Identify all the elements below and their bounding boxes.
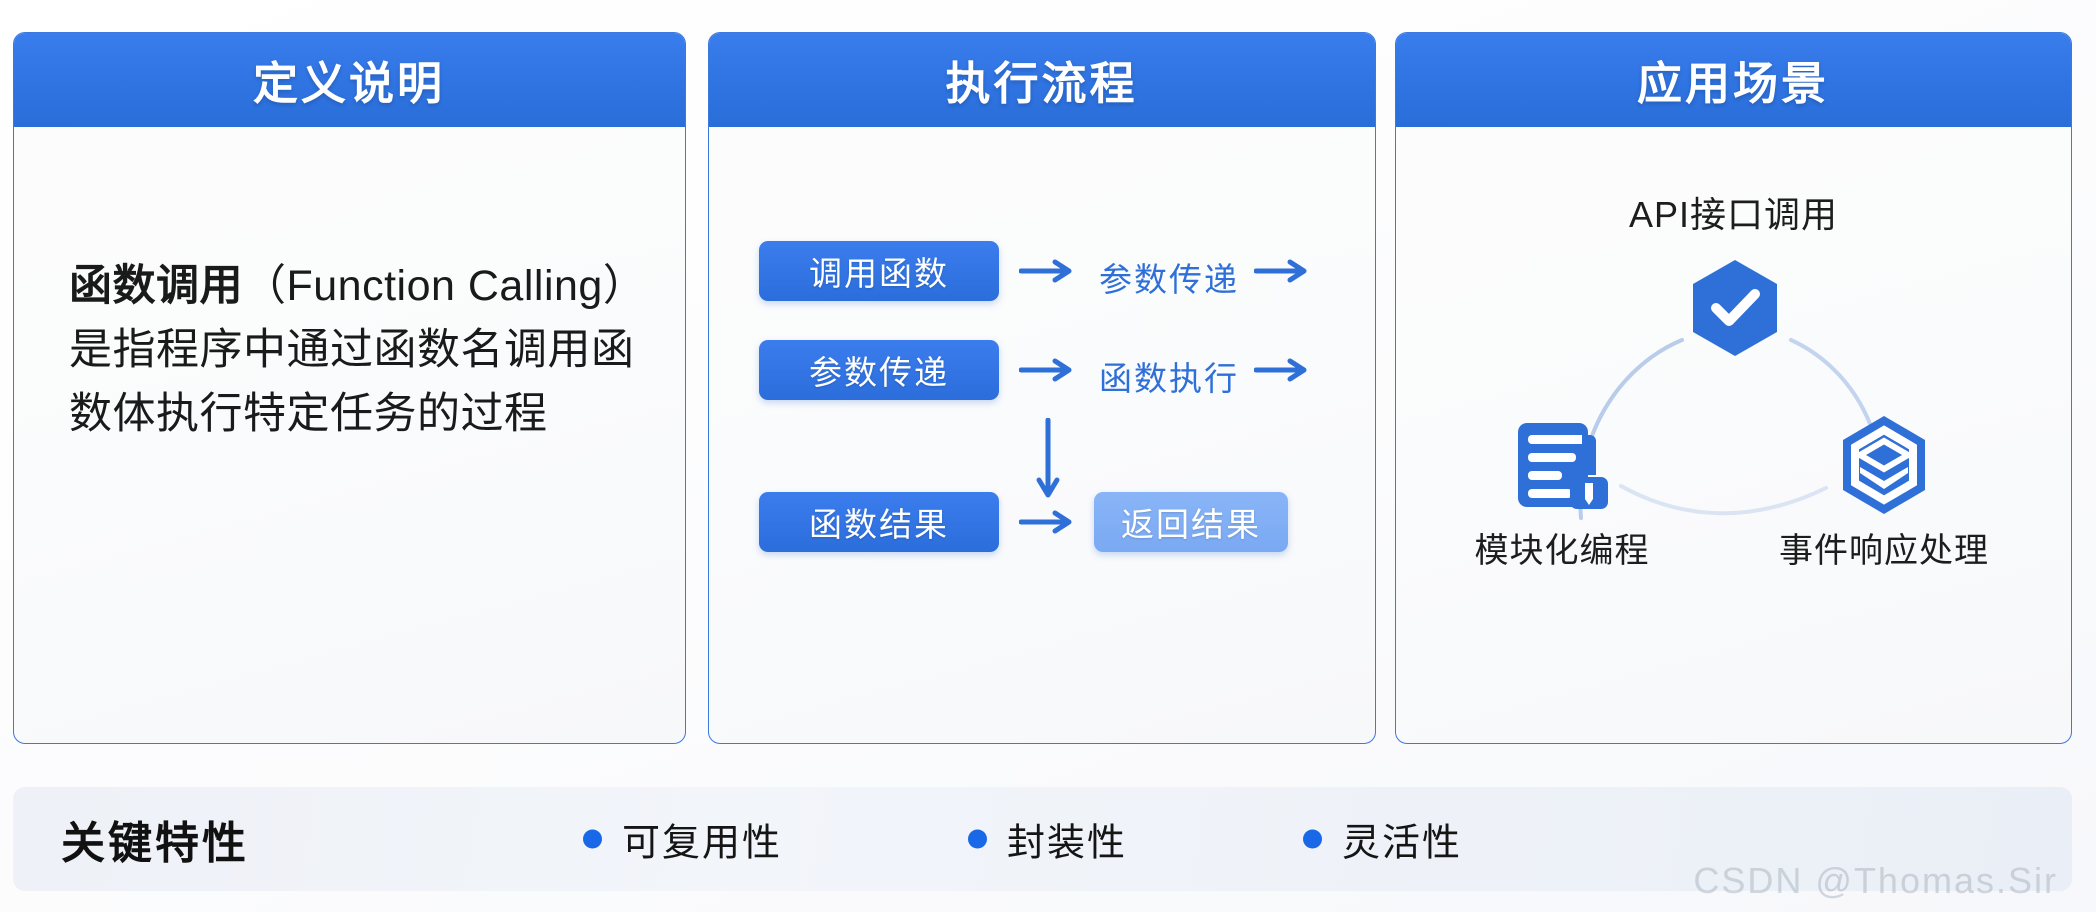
arrow-right-icon	[1253, 355, 1312, 385]
flow-diagram: 调用函数 参数传递 参数传递	[709, 128, 1375, 743]
flow-label-parameter-passing: 参数传递	[1099, 261, 1239, 298]
feature-label: 封装性	[1007, 822, 1128, 865]
bullet-dot-icon	[583, 829, 602, 849]
card-definition-header: 定义说明	[14, 33, 685, 127]
flow-box-label: 调用函数	[809, 255, 949, 292]
bullet-dot-icon	[968, 829, 987, 849]
feature-item-reusability[interactable]: 可复用性	[583, 812, 782, 867]
scenario-label-modular: 模块化编程	[1474, 532, 1650, 570]
feature-label: 可复用性	[622, 822, 783, 865]
flow-box-return-result[interactable]: 返回结果	[1094, 492, 1288, 552]
card-scenarios-body: API接口调用	[1396, 128, 2071, 743]
card-scenarios-header: 应用场景	[1396, 33, 2071, 127]
feature-item-flexibility[interactable]: 灵活性	[1303, 812, 1462, 867]
card-scenarios-title: 应用场景	[1636, 57, 1829, 109]
key-features-title: 关键特性	[61, 819, 249, 868]
flow-box-call-function[interactable]: 调用函数	[759, 241, 999, 301]
key-features-bar: 关键特性 可复用性 封装性 灵活性	[13, 787, 2072, 891]
hexagon-layers-icon	[1832, 413, 1936, 522]
card-scenarios: 应用场景 API接口调用	[1395, 32, 2072, 744]
flow-label-function-execute: 函数执行	[1099, 360, 1239, 397]
arrow-down-icon	[1033, 417, 1063, 504]
flow-box-function-result[interactable]: 函数结果	[759, 492, 999, 552]
card-flow-body: 调用函数 参数传递 参数传递	[709, 128, 1375, 743]
feature-item-encapsulation[interactable]: 封装性	[968, 812, 1127, 867]
arrow-right-icon	[1018, 355, 1077, 385]
scenario-label-api: API接口调用	[1628, 194, 1839, 235]
scenario-triangle: API接口调用	[1396, 128, 2071, 743]
card-flow-header: 执行流程	[709, 33, 1375, 127]
flow-box-label: 参数传递	[809, 354, 949, 391]
card-definition: 定义说明 函数调用（Function Calling）是指程序中通过函数名调用函…	[13, 32, 686, 744]
card-definition-body: 函数调用（Function Calling）是指程序中通过函数名调用函数体执行特…	[14, 128, 685, 743]
flow-box-label: 返回结果	[1121, 506, 1261, 543]
card-flow-title: 执行流程	[945, 57, 1138, 109]
arrow-right-icon	[1018, 507, 1077, 537]
flow-box-parameter-passing[interactable]: 参数传递	[759, 340, 999, 400]
hexagon-check-icon	[1689, 258, 1781, 363]
document-code-icon	[1512, 415, 1612, 520]
scenario-label-event: 事件响应处理	[1779, 532, 1989, 570]
card-flow: 执行流程 调用函数 参数传递	[708, 32, 1376, 744]
feature-label: 灵活性	[1342, 822, 1463, 865]
flow-box-label: 函数结果	[809, 506, 949, 543]
bullet-dot-icon	[1303, 829, 1322, 849]
arrow-right-icon	[1253, 256, 1312, 286]
card-definition-title: 定义说明	[252, 57, 445, 109]
definition-body-text: （Function Calling）是指程序中通过函数名调用函数体执行特定任务的…	[69, 262, 635, 438]
definition-paragraph: 函数调用（Function Calling）是指程序中通过函数名调用函数体执行特…	[69, 254, 635, 446]
definition-term: 函数调用	[69, 262, 243, 310]
arrow-right-icon	[1018, 256, 1077, 286]
